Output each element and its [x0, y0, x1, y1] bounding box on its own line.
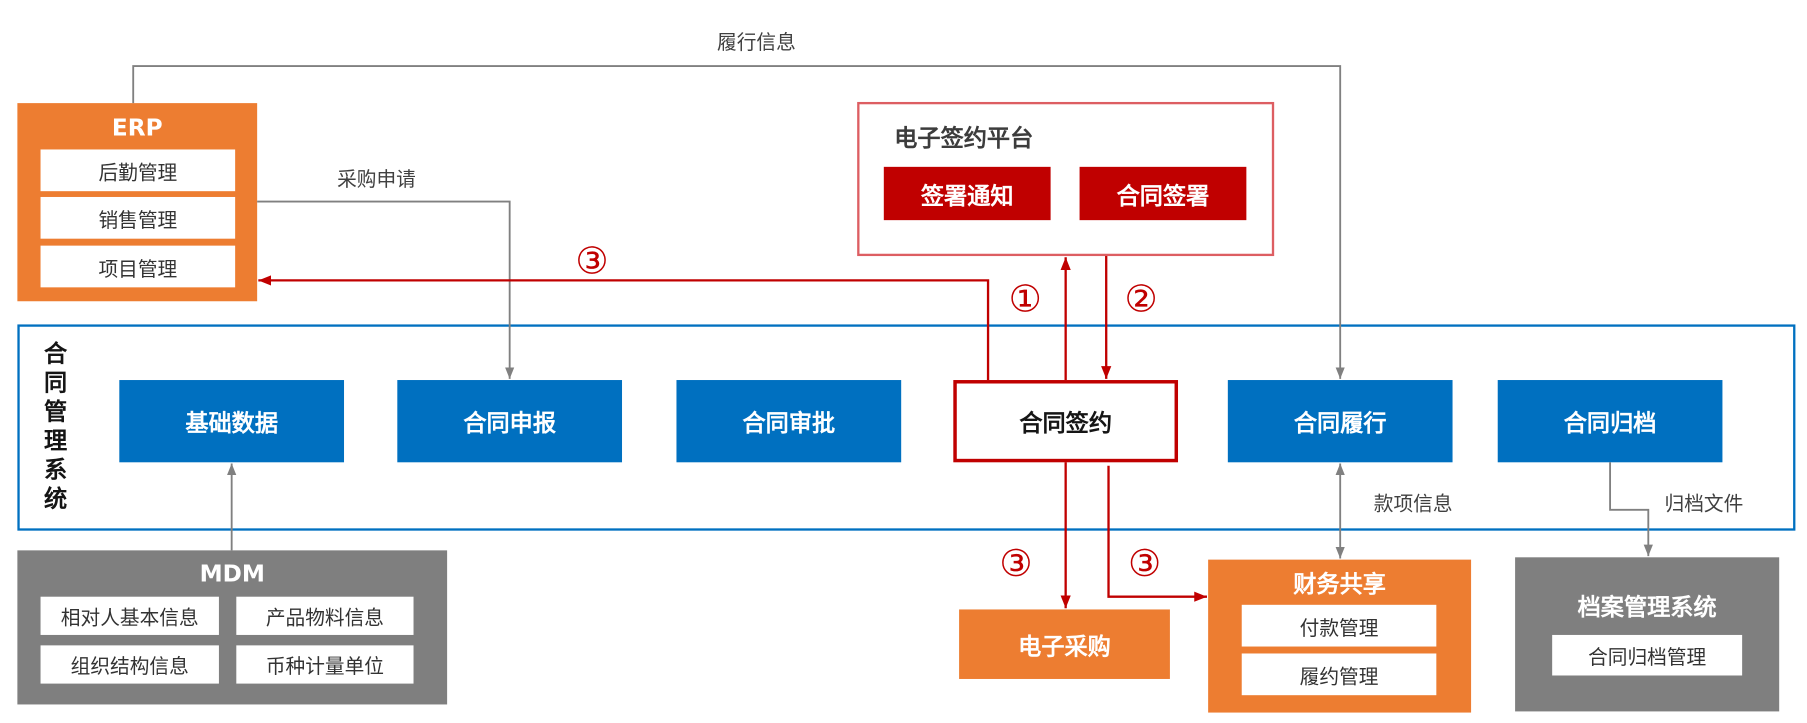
step-marker-procurement-push: ③ — [999, 541, 1033, 586]
flow-label-archive-files: 归档文件 — [1664, 493, 1744, 517]
mdm-item-counterparty: 相对人基本信息 — [40, 596, 219, 635]
archive-system-panel — [1515, 557, 1780, 712]
module-contract-signing: 合同签约 — [953, 380, 1179, 463]
step-marker-finance-push: ③ — [1127, 541, 1162, 586]
step-marker-sign-request: ① — [1008, 276, 1042, 321]
esign-platform-title: 电子签约平台 — [894, 123, 1034, 152]
finance-item-payment: 付款管理 — [1241, 604, 1437, 647]
mdm-item-material: 产品物料信息 — [236, 596, 414, 635]
mdm-item-currency-unit: 币种计量单位 — [236, 645, 414, 684]
module-contract-fulfillment: 合同履行 — [1227, 380, 1453, 463]
module-basic-data: 基础数据 — [119, 380, 345, 463]
erp-item-logistics: 后勤管理 — [40, 149, 236, 192]
flow-label-payment-info: 款项信息 — [1373, 493, 1453, 517]
archive-item-contract-archive: 合同归档管理 — [1552, 634, 1743, 676]
erp-item-sales: 销售管理 — [40, 196, 236, 239]
archive-system-title: 档案管理系统 — [1577, 592, 1717, 621]
finance-item-performance: 履约管理 — [1241, 653, 1437, 696]
erp-item-project: 项目管理 — [40, 245, 236, 288]
module-contract-application: 合同申报 — [397, 380, 623, 463]
mdm-title: MDM — [199, 559, 265, 588]
module-contract-archiving: 合同归档 — [1497, 380, 1723, 463]
e-procurement-box: 电子采购 — [959, 609, 1170, 679]
flow-label-purchase-request: 采购申请 — [337, 168, 416, 192]
esign-item-signing: 合同签署 — [1079, 166, 1247, 221]
finance-shared-title: 财务共享 — [1293, 569, 1386, 598]
contract-system-title: 合同管理系统 — [44, 339, 68, 513]
erp-title: ERP — [111, 113, 163, 142]
step-marker-sign-return: ② — [1124, 276, 1158, 321]
mdm-item-organization: 组织结构信息 — [40, 645, 219, 684]
step-marker-erp-feedback: ③ — [575, 238, 609, 283]
module-contract-approval: 合同审批 — [676, 380, 902, 463]
flow-label-fulfillment-info: 履行信息 — [717, 31, 796, 56]
esign-item-notification: 签署通知 — [883, 166, 1051, 221]
